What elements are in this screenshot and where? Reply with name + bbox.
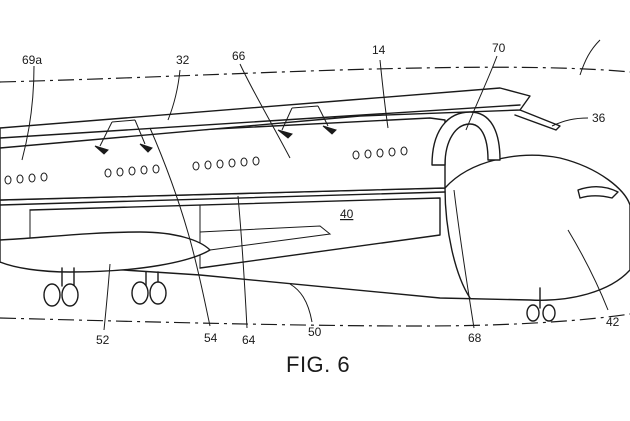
module-floor-line (0, 191, 446, 206)
main-landing-gear-left (43, 267, 79, 307)
main-wing (0, 231, 211, 273)
roof-panel-edge (0, 104, 521, 139)
module-inner-edge (29, 205, 201, 268)
lower-envelope-line (0, 313, 630, 327)
ref-40: 40 (340, 207, 354, 221)
ref-32: 32 (176, 53, 190, 67)
module-lower-edge (29, 197, 441, 269)
cockpit-window (577, 186, 619, 199)
ref-68: 68 (468, 331, 482, 345)
upper-envelope-line (0, 66, 630, 83)
ref-64: 64 (242, 333, 256, 347)
ref-52: 52 (96, 333, 110, 347)
nose-profile (444, 187, 471, 299)
coupling-hoop (431, 111, 501, 166)
wing-trailing-line (199, 225, 332, 251)
ref-36: 36 (592, 111, 606, 125)
roof-strut-left (94, 119, 153, 155)
figure-caption: FIG. 6 (286, 352, 350, 377)
ref-42: 42 (606, 315, 620, 329)
module-windows (4, 146, 408, 185)
ref-70: 70 (492, 41, 506, 55)
ref-54: 54 (204, 331, 218, 345)
ref-14: 14 (372, 43, 386, 57)
ref-69a: 69a (22, 53, 42, 67)
roof-arm-36 (514, 109, 561, 131)
main-landing-gear-right (131, 271, 167, 305)
leader-lines (21, 39, 609, 331)
ref-50: 50 (308, 325, 322, 339)
roof-strut-right (277, 105, 337, 139)
ref-66: 66 (232, 49, 246, 63)
roof-panel (0, 87, 531, 149)
nose-landing-gear (526, 287, 556, 322)
